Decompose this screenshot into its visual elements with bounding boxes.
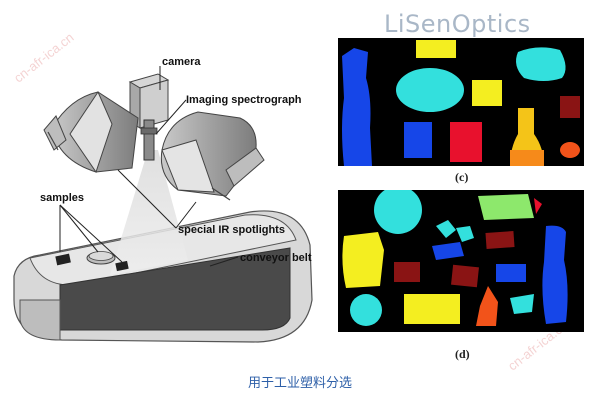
object-blue-bottle-right bbox=[542, 225, 568, 324]
object-dark-red-rect-3 bbox=[451, 264, 479, 288]
object-cyan-blob bbox=[516, 47, 566, 81]
object-dark-red-square bbox=[560, 96, 580, 118]
object-dark-red-rect-1 bbox=[485, 231, 515, 249]
label-samples: samples bbox=[40, 192, 85, 204]
object-blue-rect bbox=[496, 264, 526, 282]
ir-spotlight-left bbox=[43, 90, 139, 174]
label-special-ir-spotlights: special IR spotlights bbox=[178, 224, 285, 236]
label-camera: camera bbox=[162, 56, 201, 68]
object-yellow-top bbox=[416, 40, 456, 58]
light-beam bbox=[110, 150, 188, 275]
classification-image-c bbox=[338, 38, 584, 166]
panel-label-d: (d) bbox=[455, 347, 470, 361]
object-yellow-square bbox=[472, 80, 502, 106]
object-cyan-diamond-right bbox=[510, 294, 534, 314]
object-cyan-circle bbox=[374, 190, 422, 234]
object-dark-red-rect-2 bbox=[394, 262, 420, 282]
object-blue-bottle bbox=[342, 48, 372, 166]
ir-spotlight-right bbox=[160, 111, 265, 201]
label-conveyor-belt: conveyor belt bbox=[240, 252, 312, 264]
object-cyan-circle-small bbox=[350, 294, 382, 326]
classification-image-d bbox=[338, 190, 584, 332]
object-orange-ellipse bbox=[560, 142, 580, 158]
object-blue-shape bbox=[432, 242, 464, 260]
object-cyan-ellipse bbox=[396, 68, 464, 112]
object-blue-square bbox=[404, 122, 432, 158]
object-yellow-blob bbox=[342, 232, 384, 288]
panel-label-c: (c) bbox=[455, 170, 469, 184]
object-green-trapezoid bbox=[478, 194, 534, 220]
samples-on-belt bbox=[55, 251, 129, 272]
sorting-system-schematic bbox=[13, 66, 313, 343]
brand-logo: LiSenOptics bbox=[384, 10, 531, 38]
label-leaders bbox=[59, 66, 239, 267]
object-yellow-rect-bottom bbox=[404, 294, 460, 324]
label-imaging-spectrograph: Imaging spectrograph bbox=[186, 94, 302, 106]
object-orange-blob bbox=[476, 286, 498, 326]
object-cyan-diamond bbox=[436, 220, 456, 238]
figure-caption: 用于工业塑料分选 bbox=[247, 376, 352, 391]
object-red-rect bbox=[450, 122, 482, 162]
object-cyan-shape bbox=[456, 226, 474, 242]
